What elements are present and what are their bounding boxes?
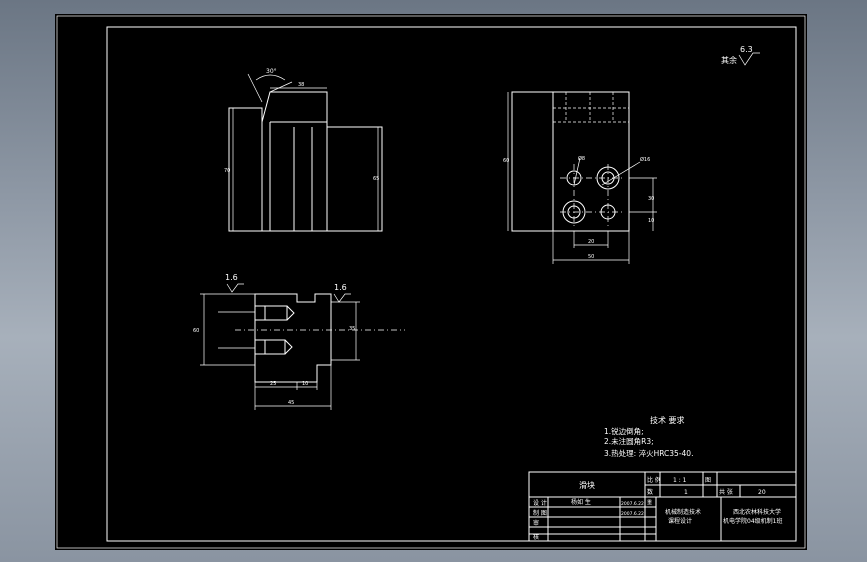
tech-req-heading: 技术 要求 bbox=[650, 415, 685, 425]
side-hole-dia-dim: Ø8 bbox=[578, 155, 585, 162]
title-quantity-value: 1 bbox=[684, 489, 688, 496]
title-designer-name: 杨如 生 bbox=[571, 498, 591, 506]
title-major-line2: 课程设计 bbox=[668, 517, 692, 525]
title-sheet-label: 共 张 bbox=[719, 488, 733, 496]
front-view: 30° 38 70 65 bbox=[224, 68, 383, 232]
general-roughness-note: 其余 6.3 bbox=[721, 45, 760, 66]
side-counterbore-dim: Ø16 bbox=[640, 156, 650, 163]
roughness-note-label: 其余 bbox=[721, 55, 737, 65]
sheet-outer-border bbox=[56, 15, 806, 549]
title-part-name: 滑块 bbox=[579, 480, 595, 490]
front-angle-label: 30° bbox=[266, 68, 277, 75]
tech-req-item-1: 1.锐边倒角; bbox=[604, 426, 644, 436]
sheet-inner-frame bbox=[106, 26, 797, 542]
section-roughness-right: 1.6 bbox=[334, 283, 347, 292]
side-height-dim: 60 bbox=[503, 158, 509, 164]
section-bottom-dim-1: 25 bbox=[270, 381, 276, 387]
title-quantity-label: 数 bbox=[647, 488, 653, 496]
title-drawing-label: 图 bbox=[705, 477, 711, 484]
title-school-line2: 机电学院04级机制1班 bbox=[723, 517, 782, 525]
title-drafter-label: 制 图 bbox=[533, 509, 547, 517]
model-space-background bbox=[55, 14, 807, 550]
section-left-dim: 60 bbox=[193, 328, 199, 334]
title-material-mark: 重 bbox=[647, 499, 652, 506]
title-checker-label: 审 bbox=[533, 519, 539, 527]
title-approver-label: 核 bbox=[533, 533, 539, 541]
roughness-note-value: 6.3 bbox=[740, 45, 753, 54]
tech-req-item-2: 2.未注圆角R3; bbox=[604, 436, 654, 446]
side-width-dim: 50 bbox=[588, 254, 594, 260]
front-left-height-dim: 70 bbox=[224, 168, 230, 174]
section-view: 1.6 1.6 60 35 25 10 45 bbox=[193, 273, 405, 410]
title-sheet-number: 20 bbox=[758, 489, 766, 496]
side-vertical-dim-2: 10 bbox=[648, 218, 654, 224]
front-right-height-dim: 65 bbox=[373, 176, 379, 182]
section-bottom-total-dim: 45 bbox=[288, 400, 294, 406]
title-scale-value: 1 : 1 bbox=[673, 477, 687, 484]
title-scale-label: 比 例 bbox=[647, 476, 661, 484]
title-major-line1: 机械制造技术 bbox=[665, 508, 701, 516]
title-school-line1: 西北农林科技大学 bbox=[733, 508, 781, 516]
front-top-width-dim: 38 bbox=[298, 82, 304, 88]
side-horizontal-dim-1: 20 bbox=[588, 239, 594, 245]
section-roughness-left: 1.6 bbox=[225, 273, 238, 282]
side-vertical-dim-1: 30 bbox=[648, 196, 654, 202]
title-drafter-date: 2007.6.22 bbox=[621, 511, 644, 517]
title-designer-date: 2007.6.22 bbox=[621, 501, 644, 507]
title-block: 滑块 比 例 1 : 1 图 数 1 共 张 20 设 计 杨如 生 2007.… bbox=[528, 471, 797, 542]
side-view: Ø8 Ø16 60 30 10 20 50 bbox=[503, 91, 657, 264]
title-designer-label: 设 计 bbox=[533, 499, 547, 507]
section-right-dim: 35 bbox=[349, 326, 355, 332]
technical-requirements: 技术 要求 1.锐边倒角; 2.未注圆角R3; 3.热处理: 淬火HRC35-4… bbox=[604, 415, 693, 458]
section-bottom-dim-2: 10 bbox=[302, 381, 308, 387]
tech-req-item-3: 3.热处理: 淬火HRC35-40. bbox=[604, 448, 693, 458]
